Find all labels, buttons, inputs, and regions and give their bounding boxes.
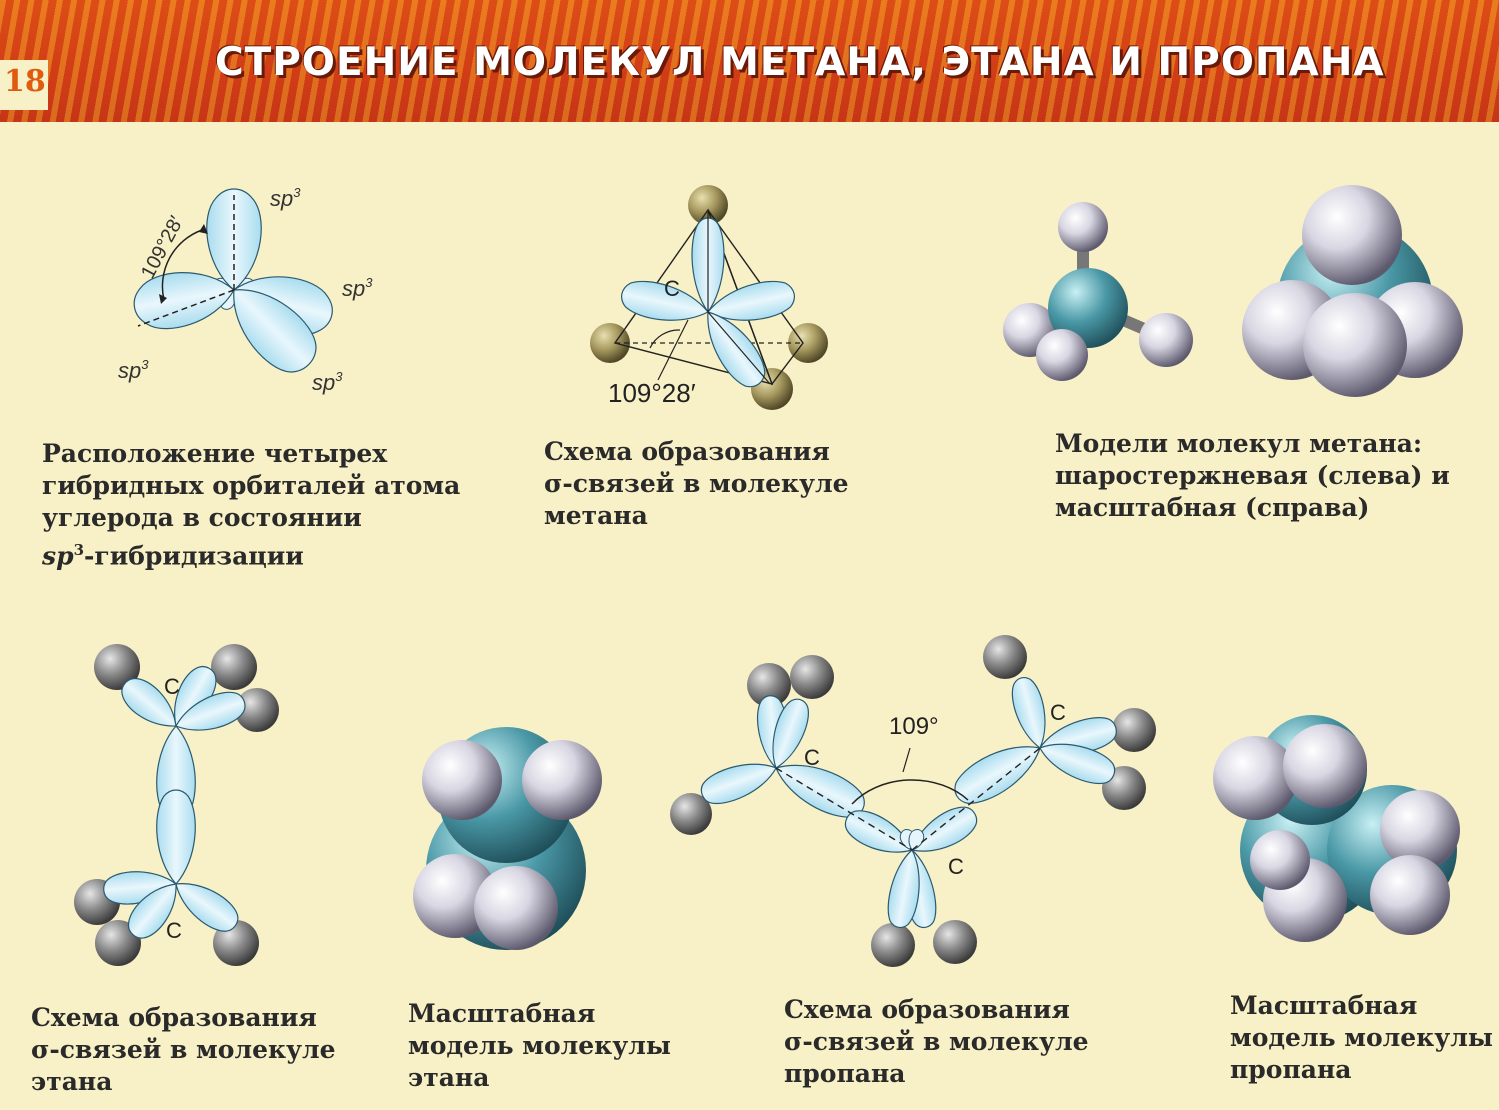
caption-propane-scale-line2: модель молекулы: [1230, 1023, 1493, 1052]
methane-scale-model: [1242, 185, 1463, 397]
sp3-label-bottom: sp3: [312, 369, 343, 395]
angle-label-propane: 109°: [889, 713, 939, 740]
sp3-label-top: sp3: [270, 185, 301, 211]
caption-ethane-sigma-line1: Схема образования: [31, 1003, 317, 1032]
methane-sigma-diagram: C 109°28′: [590, 185, 828, 410]
angle-label-orbitals: 109°28′: [137, 212, 188, 282]
caption-ethane-sigma: Схема образования σ-связей в молекуле эт…: [31, 1002, 336, 1098]
carbon-label-propane-middle: C: [948, 854, 964, 879]
angle-label-tetra: 109°28′: [608, 378, 696, 408]
caption-ethane-scale-line2: модель молекулы: [408, 1031, 671, 1060]
caption-ethane-scale: Масштабная модель молекулы этана: [408, 998, 671, 1094]
methane-ball-stick-model: [1003, 202, 1193, 381]
carbon-label-propane-right: C: [1050, 700, 1066, 725]
caption-orbitals-line4: sp3-гибридизации: [42, 541, 304, 571]
page-number: 18: [4, 64, 46, 99]
ethane-sigma-diagram: C C: [74, 644, 279, 966]
carbon-label-methane: C: [664, 276, 680, 301]
caption-methane-sigma: Схема образования σ-связей в молекуле ме…: [544, 436, 849, 532]
caption-methane-sigma-line1: Схема образования: [544, 437, 830, 466]
caption-methane-models-line3: масштабная (справа): [1055, 493, 1370, 522]
page-title: СТРОЕНИЕ МОЛЕКУЛ МЕТАНА, ЭТАНА И ПРОПАНА: [215, 40, 1385, 85]
caption-methane-models-line1: Модели молекул метана:: [1055, 429, 1423, 458]
sp3-label-right: sp3: [342, 275, 373, 301]
carbon-label-ethane-top: C: [164, 674, 180, 699]
caption-propane-scale-line1: Масштабная: [1230, 991, 1418, 1020]
carbon-label-propane-left: C: [804, 745, 820, 770]
sp3-label-left: sp3: [118, 357, 149, 383]
sp3-orbitals-diagram: sp3 sp3 sp3 sp3 109°28′: [118, 185, 373, 395]
caption-ethane-sigma-line2: σ-связей в молекуле: [31, 1035, 336, 1064]
caption-ethane-sigma-line3: этана: [31, 1067, 113, 1096]
caption-orbitals: Расположение четырех гибридных орбиталей…: [42, 438, 460, 572]
caption-methane-models: Модели молекул метана: шаростержневая (с…: [1055, 428, 1450, 524]
propane-sigma-diagram: 109° C C C: [670, 635, 1156, 967]
caption-propane-sigma-line3: пропана: [784, 1059, 906, 1088]
ethane-scale-model: [413, 727, 602, 950]
caption-orbitals-line2: гибридных орбиталей атома: [42, 471, 461, 500]
caption-propane-sigma-line2: σ-связей в молекуле: [784, 1027, 1089, 1056]
title-banner: [0, 0, 1499, 122]
propane-scale-model: [1213, 715, 1460, 942]
caption-orbitals-line3: углерода в состоянии: [42, 503, 362, 532]
caption-propane-sigma-line1: Схема образования: [784, 995, 1070, 1024]
caption-propane-sigma: Схема образования σ-связей в молекуле пр…: [784, 994, 1089, 1090]
caption-ethane-scale-line3: этана: [408, 1063, 490, 1092]
caption-ethane-scale-line1: Масштабная: [408, 999, 596, 1028]
caption-methane-sigma-line2: σ-связей в молекуле: [544, 469, 849, 498]
caption-propane-scale: Масштабная модель молекулы пропана: [1230, 990, 1493, 1086]
page-number-tab: 18: [0, 60, 48, 110]
carbon-label-ethane-bottom: C: [166, 918, 182, 943]
caption-methane-models-line2: шаростержневая (слева) и: [1055, 461, 1450, 490]
caption-propane-scale-line3: пропана: [1230, 1055, 1352, 1084]
caption-orbitals-line1: Расположение четырех: [42, 439, 388, 468]
caption-methane-sigma-line3: метана: [544, 501, 648, 530]
